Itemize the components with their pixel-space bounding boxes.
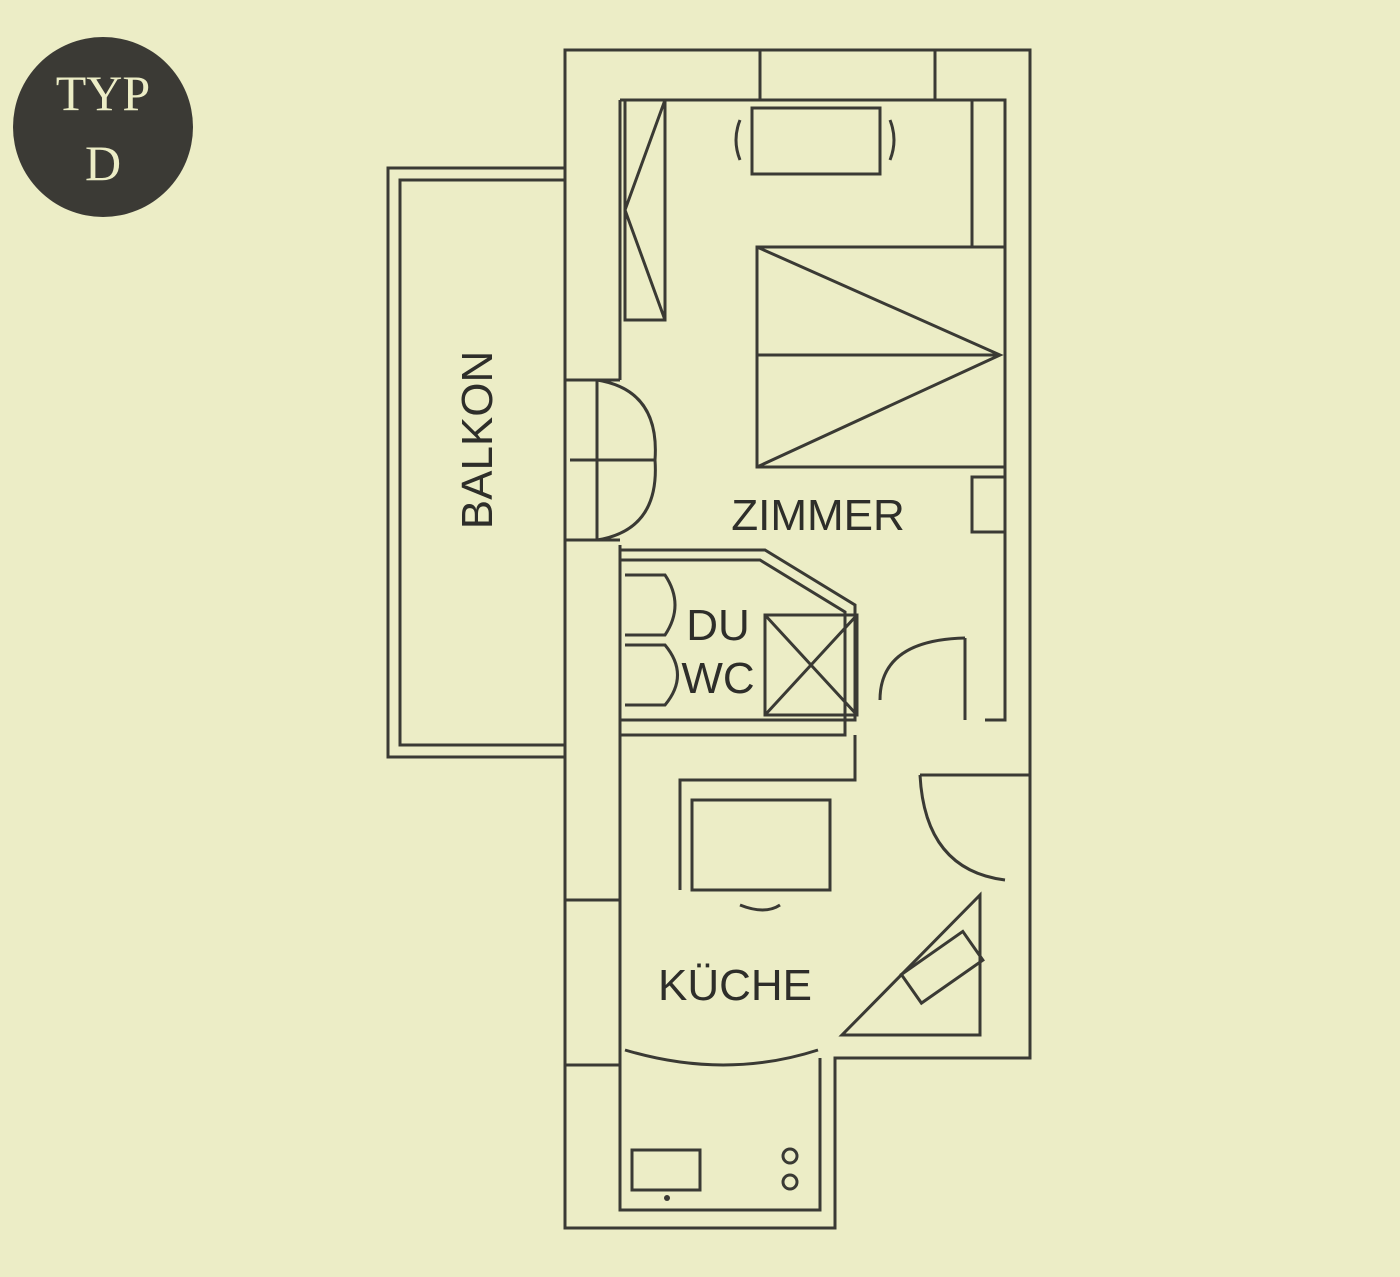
room-label-du: DU bbox=[686, 601, 750, 650]
badge-line-2: D bbox=[85, 135, 121, 191]
wardrobe bbox=[623, 98, 667, 322]
badge-line-1: TYP bbox=[56, 65, 150, 121]
room-label-zimmer: ZIMMER bbox=[731, 491, 905, 540]
type-badge: TYP D bbox=[13, 37, 193, 217]
kitchen bbox=[624, 798, 985, 1201]
room-label-balkon: BALKON bbox=[453, 351, 502, 530]
balcony-door bbox=[570, 378, 657, 542]
bathroom bbox=[620, 548, 859, 890]
table bbox=[734, 106, 896, 176]
room-label-wc: WC bbox=[681, 654, 754, 703]
room-label-kueche: KÜCHE bbox=[658, 961, 812, 1010]
bed bbox=[755, 98, 1007, 534]
doors bbox=[878, 636, 1006, 882]
outer-walls bbox=[563, 48, 1032, 1230]
